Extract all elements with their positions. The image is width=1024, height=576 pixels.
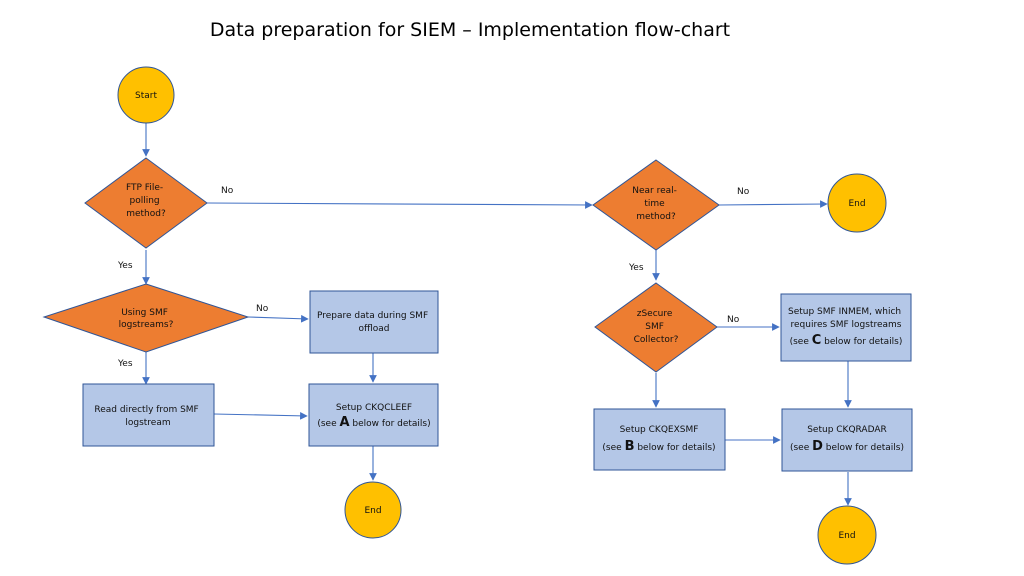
connector-logstream-to-ckqcleef xyxy=(213,412,308,420)
start-node-label: Start xyxy=(135,91,157,101)
end-node-label: End xyxy=(838,531,855,541)
end-node-ckqcleef: End xyxy=(344,481,402,539)
zsecure-decision-label: zSecure SMF Collector? xyxy=(634,309,679,345)
connector-near-no xyxy=(718,200,828,208)
end-node-near-realtime: End xyxy=(827,173,887,233)
start-node: Start xyxy=(117,66,175,124)
near-realtime-decision: Near real- time method? xyxy=(592,159,720,251)
smf-logstreams-decision: Using SMF logstreams? xyxy=(42,283,250,353)
edge-label-smf-no: No xyxy=(256,304,269,314)
setup-inmem-label: Setup SMF INMEM, which requires SMF logs… xyxy=(788,307,904,330)
near-realtime-decision-label: Near real- time method? xyxy=(632,186,680,222)
edge-label-ftp-yes: Yes xyxy=(117,261,133,271)
read-logstream-label: Read directly from SMF logstream xyxy=(94,405,201,428)
edge-label-near-no: No xyxy=(737,187,750,197)
page-title: Data preparation for SIEM – Implementati… xyxy=(210,19,730,41)
ftp-decision-label: FTP File- polling method? xyxy=(126,183,166,219)
end-node-label: End xyxy=(848,199,865,209)
connectors xyxy=(142,123,852,506)
setup-ckqradar-detail: (see D below for details) xyxy=(790,439,904,454)
edge-labels: No Yes No Yes No Yes No xyxy=(117,186,750,369)
setup-ckqexsmf-box: Setup CKQEXSMF (see B below for details) xyxy=(593,408,726,471)
prepare-offload-label: Prepare data during SMF offload xyxy=(317,311,431,334)
prepare-offload-box: Prepare data during SMF offload xyxy=(309,290,439,354)
setup-ckqradar-title: Setup CKQRADAR xyxy=(807,425,887,435)
ftp-decision: FTP File- polling method? xyxy=(84,157,208,249)
edge-label-ftp-no: No xyxy=(221,186,234,196)
setup-ckqexsmf-title: Setup CKQEXSMF xyxy=(620,425,699,435)
edge-label-zsecure-no: No xyxy=(727,315,740,325)
setup-ckqcleef-title: Setup CKQCLEEF xyxy=(336,403,412,413)
read-logstream-box: Read directly from SMF logstream xyxy=(82,383,215,447)
setup-inmem-detail: (see C below for details) xyxy=(790,333,903,348)
setup-inmem-box: Setup SMF INMEM, which requires SMF logs… xyxy=(780,293,912,362)
zsecure-decision: zSecure SMF Collector? xyxy=(594,282,718,373)
setup-ckqcleef-box: Setup CKQCLEEF (see A below for details) xyxy=(308,383,439,447)
setup-ckqradar-box: Setup CKQRADAR (see D below for details) xyxy=(781,408,913,472)
edge-label-smf-yes: Yes xyxy=(117,359,133,369)
setup-ckqexsmf-detail: (see B below for details) xyxy=(602,439,715,454)
edge-label-near-yes: Yes xyxy=(628,263,644,273)
connector-smf-no xyxy=(247,314,309,323)
end-node-label: End xyxy=(364,506,381,516)
end-node-ckqradar: End xyxy=(817,505,877,565)
setup-ckqcleef-detail: (see A below for details) xyxy=(317,415,430,430)
connector-ftp-no xyxy=(206,201,593,209)
smf-logstreams-decision-label: Using SMF logstreams? xyxy=(119,308,174,330)
